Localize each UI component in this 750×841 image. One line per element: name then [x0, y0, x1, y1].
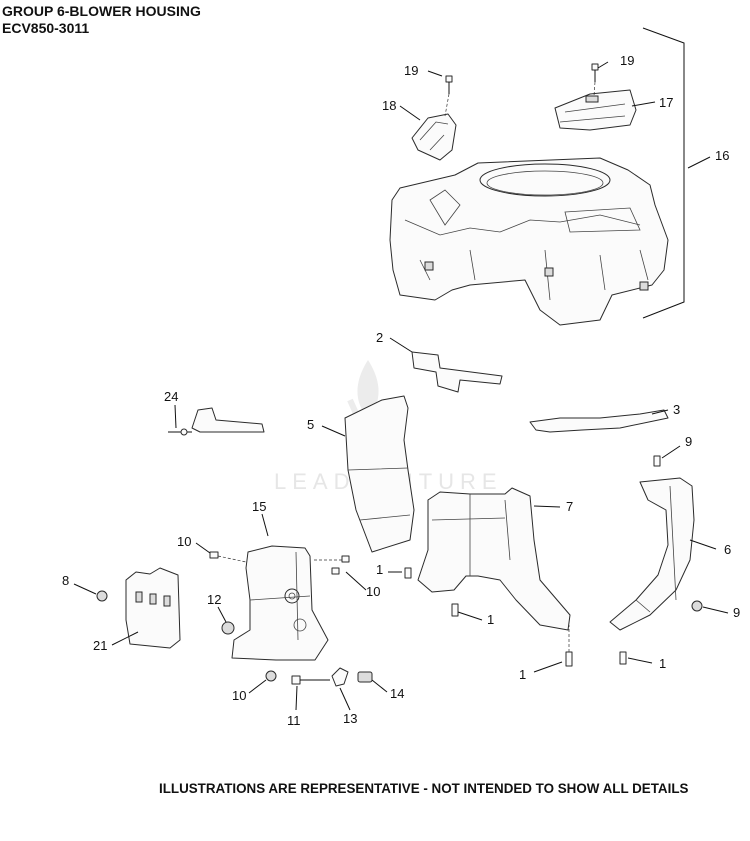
callout-2: 2	[376, 330, 383, 345]
callout-10: 10	[232, 688, 246, 703]
fastener-nut-8	[96, 590, 108, 602]
callout-9: 9	[733, 605, 740, 620]
fastener-screw-1-b	[451, 603, 459, 617]
callout-24: 24	[164, 389, 178, 404]
part-19-screw-right	[591, 63, 599, 97]
page-title: GROUP 6-BLOWER HOUSING	[2, 3, 201, 19]
part-13-clip	[331, 667, 349, 687]
callout-10: 10	[177, 534, 191, 549]
fastener-screw-1-c	[565, 625, 573, 667]
callout-8: 8	[62, 573, 69, 588]
callout-1: 1	[519, 667, 526, 682]
callout-15: 15	[252, 499, 266, 514]
part-17-top-cover	[554, 89, 637, 131]
part-14-spacer	[357, 671, 373, 683]
callout-1: 1	[659, 656, 666, 671]
fastener-nut-9-lower	[691, 600, 703, 612]
callout-1: 1	[376, 562, 383, 577]
callout-1: 1	[487, 612, 494, 627]
callout-14: 14	[390, 686, 404, 701]
callout-3: 3	[673, 402, 680, 417]
callout-11: 11	[287, 713, 301, 728]
model-number: ECV850-3011	[2, 20, 90, 36]
part-24-bracket	[168, 407, 265, 436]
callout-19: 19	[620, 53, 634, 68]
callout-labels: 19 19 18 17 16 2 3 24 5 9 7 6 15 10 1 10…	[62, 53, 740, 728]
callout-5: 5	[307, 417, 314, 432]
part-6-right-baffle	[609, 477, 695, 631]
callout-19: 19	[404, 63, 418, 78]
fastener-screw-1-d	[619, 651, 627, 665]
part-11-bolt	[291, 675, 330, 685]
callout-17: 17	[659, 95, 673, 110]
fastener-screw-10-top	[209, 551, 247, 563]
part-15-bracket-plate	[231, 545, 329, 661]
fastener-nut-10-bottom	[265, 670, 277, 682]
callout-18: 18	[382, 98, 396, 113]
part-18-cover	[411, 113, 457, 161]
part-7-center-baffle	[417, 487, 571, 631]
callout-6: 6	[724, 542, 731, 557]
part-5-side-baffle	[344, 395, 415, 553]
part-2-bracket	[411, 351, 503, 393]
fastener-screw-1-a	[404, 567, 412, 579]
housing-frame-line	[642, 27, 685, 319]
leader-lines	[73, 61, 729, 711]
callout-13: 13	[343, 711, 357, 726]
disclaimer-text: ILLUSTRATIONS ARE REPRESENTATIVE - NOT I…	[159, 781, 689, 796]
callout-21: 21	[93, 638, 107, 653]
fastener-screws-10-right	[312, 555, 350, 575]
part-21-mounting-plate	[125, 567, 181, 649]
part-16-blower-housing	[389, 157, 669, 326]
callout-12: 12	[207, 592, 221, 607]
callout-7: 7	[566, 499, 573, 514]
part-19-screw-left	[444, 75, 453, 117]
callout-16: 16	[715, 148, 729, 163]
callout-10: 10	[366, 584, 380, 599]
fastener-screw-9-top	[653, 455, 661, 467]
fastener-nut-12	[221, 621, 235, 635]
part-3-baffle	[529, 409, 669, 433]
callout-9: 9	[685, 434, 692, 449]
